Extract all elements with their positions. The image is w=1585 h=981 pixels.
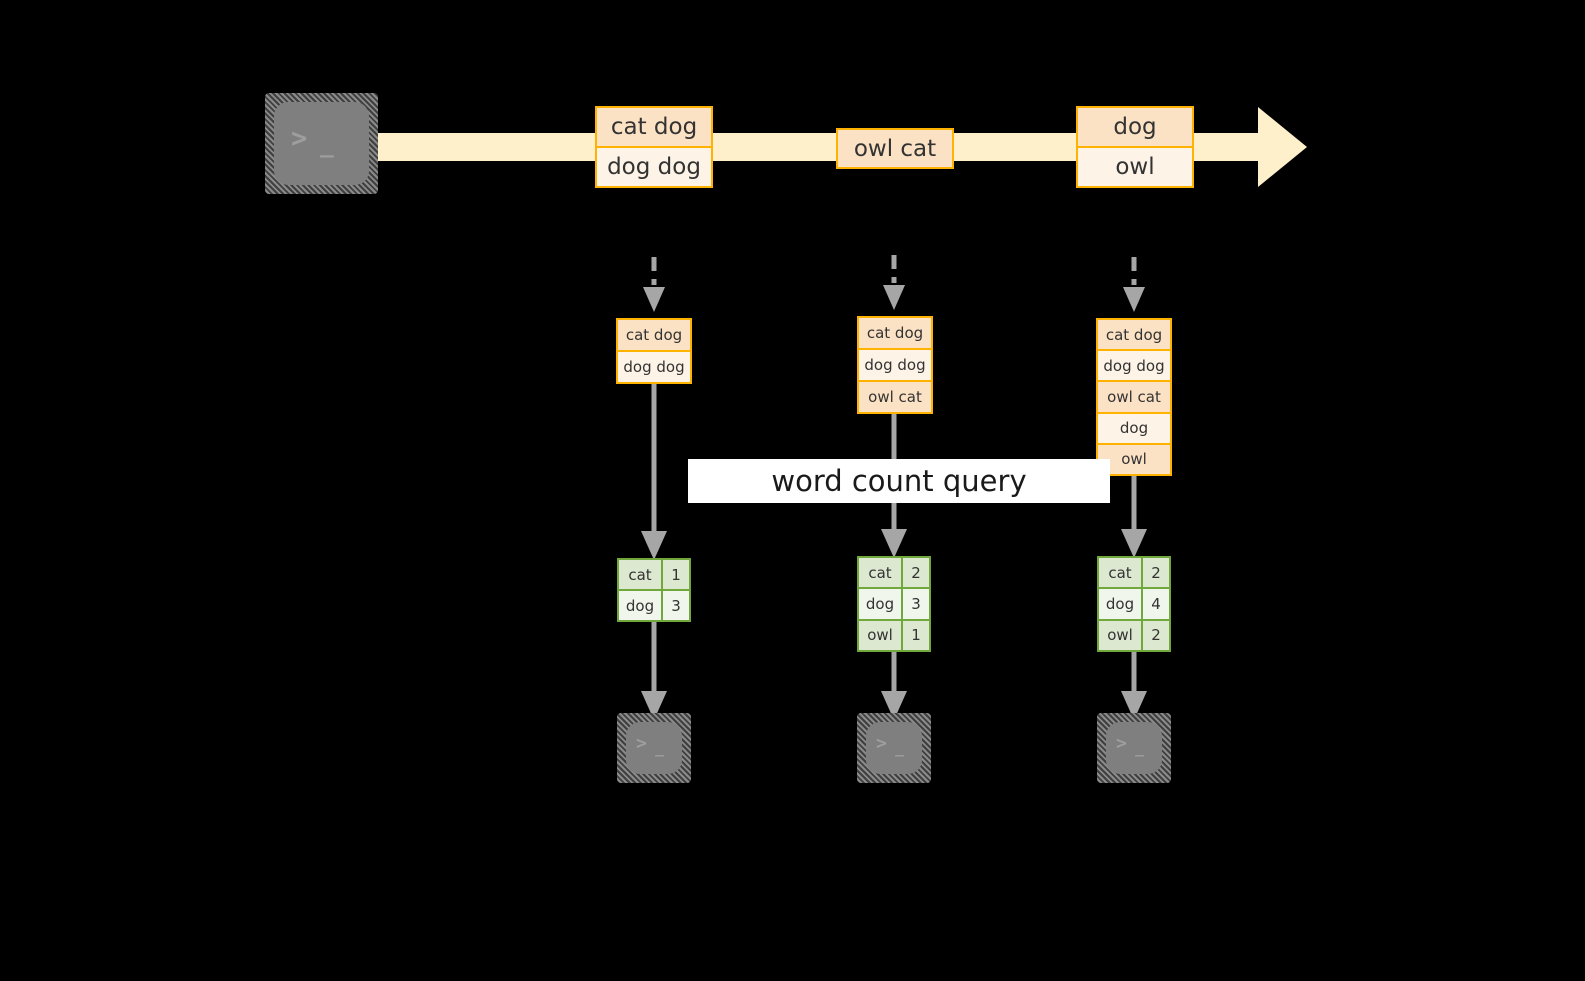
result-table-3: cat 2 dog 4 owl 2 xyxy=(1097,556,1171,652)
result-table-2-count-2: 3 xyxy=(903,589,929,619)
result-table-3-count-3: 2 xyxy=(1143,620,1169,650)
result-table-1: cat 1 dog 3 xyxy=(617,558,691,622)
stream-batch-1: cat dog dog dog xyxy=(595,106,713,188)
result-table-2-row-3: owl 1 xyxy=(859,620,929,650)
accumulated-stack-2-line-1: cat dog xyxy=(859,318,931,350)
accumulated-stack-1: cat dog dog dog xyxy=(616,318,692,384)
result-table-3-count-2: 4 xyxy=(1143,589,1169,619)
sink-terminal-icon-3: > _ xyxy=(1097,713,1171,783)
sink-terminal-cursor-icon-3: _ xyxy=(1135,739,1146,757)
result-table-3-count-1: 2 xyxy=(1143,558,1169,588)
accumulated-stack-3-line-5: owl xyxy=(1098,444,1170,475)
result-table-2-count-3: 1 xyxy=(903,620,929,650)
result-to-sink-arrows xyxy=(651,622,1137,693)
result-to-sink-arrowheads xyxy=(641,691,1147,720)
accumulated-stack-1-line-2: dog dog xyxy=(618,352,690,382)
sink-terminal-icon-1: > _ xyxy=(617,713,691,783)
accumulated-stack-2-line-2: dog dog xyxy=(859,350,931,382)
accumulated-stack-3-line-2: dog dog xyxy=(1098,351,1170,383)
result-table-2-row-1: cat 2 xyxy=(859,558,929,590)
stream-batch-1-line-2: dog dog xyxy=(597,148,711,186)
source-terminal-prompt-icon: > xyxy=(291,123,309,154)
result-table-3-word-1: cat xyxy=(1099,558,1143,588)
accumulated-stack-3-line-3: owl cat xyxy=(1098,382,1170,414)
sink-terminal-body-3: > _ xyxy=(1106,722,1162,774)
stream-batch-3-line-1: dog xyxy=(1078,108,1192,148)
accumulated-stack-1-line-1: cat dog xyxy=(618,320,690,352)
accumulated-stack-3-line-1: cat dog xyxy=(1098,320,1170,352)
accumulated-stack-2: cat dog dog dog owl cat xyxy=(857,316,933,414)
source-terminal-cursor-icon: _ xyxy=(320,132,335,158)
result-table-2-count-1: 2 xyxy=(903,558,929,588)
result-table-2-row-2: dog 3 xyxy=(859,589,929,621)
sink-terminal-prompt-icon-2: > xyxy=(876,733,888,754)
result-table-1-word-1: cat xyxy=(619,560,663,589)
source-terminal-icon: > _ xyxy=(265,93,378,194)
sink-terminal-cursor-icon-1: _ xyxy=(655,739,666,757)
stream-batch-2: owl cat xyxy=(836,128,954,169)
result-table-3-row-1: cat 2 xyxy=(1099,558,1169,590)
stream-batch-2-line-1: owl cat xyxy=(838,130,952,167)
result-table-1-count-2: 3 xyxy=(663,591,689,620)
sink-terminal-prompt-icon-1: > xyxy=(636,733,648,754)
accumulated-stack-2-line-3: owl cat xyxy=(859,382,931,412)
trigger-feed-arrowheads xyxy=(643,285,1145,312)
trigger-feed-lines xyxy=(651,255,1137,285)
result-table-3-word-3: owl xyxy=(1099,620,1143,650)
result-table-3-word-2: dog xyxy=(1099,589,1143,619)
stream-batch-1-line-1: cat dog xyxy=(597,108,711,148)
result-table-2-word-1: cat xyxy=(859,558,903,588)
result-table-2-word-2: dog xyxy=(859,589,903,619)
stream-batch-3: dog owl xyxy=(1076,106,1194,188)
sink-terminal-cursor-icon-2: _ xyxy=(895,739,906,757)
result-table-1-row-2: dog 3 xyxy=(619,591,689,620)
result-table-1-count-1: 1 xyxy=(663,560,689,589)
result-table-3-row-3: owl 2 xyxy=(1099,620,1169,650)
stack-to-result-arrowheads xyxy=(641,529,1147,560)
result-table-1-word-2: dog xyxy=(619,591,663,620)
stream-batch-3-line-2: owl xyxy=(1078,148,1192,186)
result-table-1-row-1: cat 1 xyxy=(619,560,689,591)
result-table-3-row-2: dog 4 xyxy=(1099,589,1169,621)
accumulated-stack-3-line-4: dog xyxy=(1098,413,1170,445)
result-table-2-word-3: owl xyxy=(859,620,903,650)
sink-terminal-icon-2: > _ xyxy=(857,713,931,783)
sink-terminal-body-2: > _ xyxy=(866,722,922,774)
source-terminal-body: > _ xyxy=(274,102,369,185)
result-table-2: cat 2 dog 3 owl 1 xyxy=(857,556,931,652)
accumulated-stack-3: cat dog dog dog owl cat dog owl xyxy=(1096,318,1172,476)
query-label: word count query xyxy=(688,459,1110,503)
sink-terminal-body-1: > _ xyxy=(626,722,682,774)
sink-terminal-prompt-icon-3: > xyxy=(1116,733,1128,754)
